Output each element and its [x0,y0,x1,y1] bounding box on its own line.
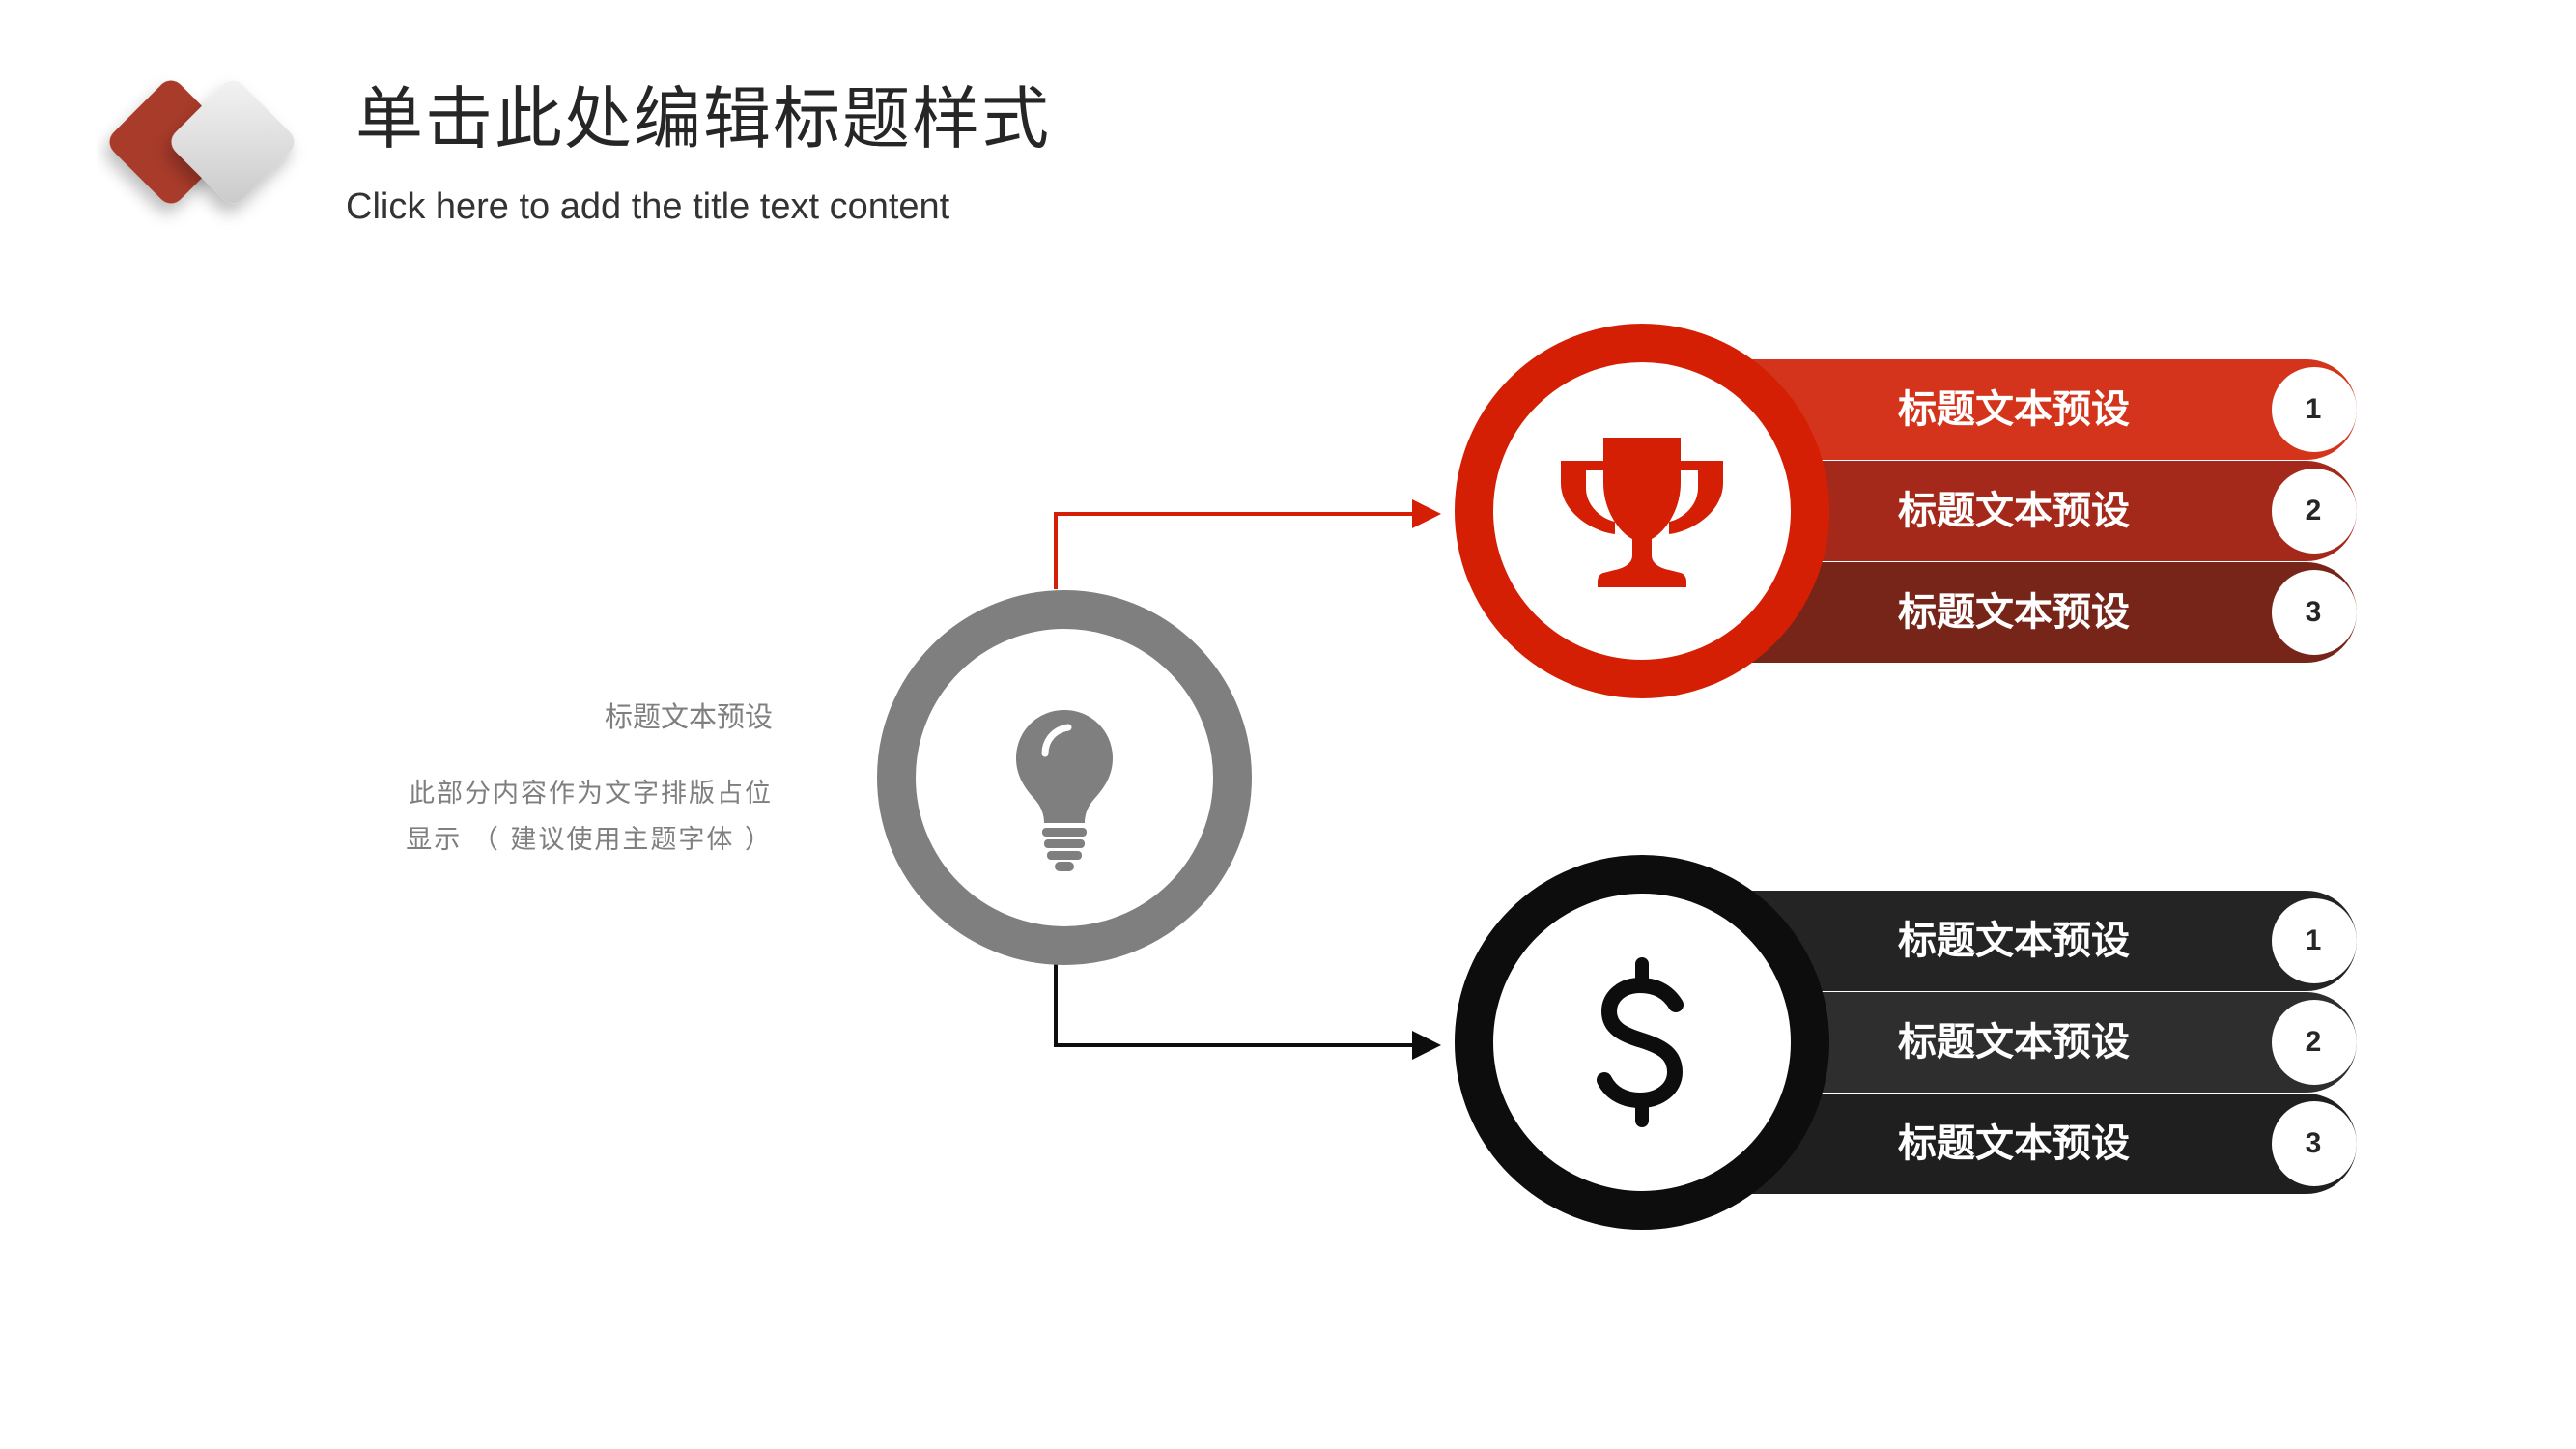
bar-label: 标题文本预设 [1898,489,2130,533]
group-dollar [1455,855,2357,1230]
left-heading: 标题文本预设 [604,700,773,733]
page-subtitle: Click here to add the title text content [346,186,950,227]
arrowhead-top [1412,499,1441,528]
bar-label: 标题文本预设 [1898,919,2130,963]
bar-bottom-3 [1642,1094,2357,1194]
bar-label: 标题文本预设 [1898,590,2130,635]
bar-bottom-1 [1642,891,2357,991]
left-description-line-1: 此部分内容作为文字排版占位 [409,779,773,809]
bar-label: 标题文本预设 [1898,387,2130,432]
left-description: 此部分内容作为文字排版占位 显示 （ 建议使用主题字体 ） [406,771,773,864]
bar-number: 2 [2305,495,2322,526]
bar-number: 1 [2305,393,2322,425]
badge-top-2 [2272,469,2357,554]
badge-bottom-2 [2272,1000,2357,1085]
badge-top-1 [2272,367,2357,452]
bar-label: 标题文本预设 [1898,1020,2130,1065]
badge-bottom-3 [2272,1101,2357,1186]
bar-number: 1 [2305,924,2322,956]
page-title: 单击此处编辑标题样式 [355,79,1051,158]
group-trophy [1455,324,2357,698]
bar-top-3 [1642,562,2357,663]
dollar-icon [1597,957,1684,1127]
bar-top-1 [1642,359,2357,460]
bar-number: 2 [2305,1026,2322,1058]
arrowhead-bottom [1412,1031,1441,1060]
badge-top-3 [2272,570,2357,655]
bar-label: 标题文本预设 [1898,1122,2130,1166]
connector-bottom [1054,956,1420,1047]
lightbulb-icon [1016,710,1113,871]
connector-top [1054,512,1420,589]
bar-number: 3 [2305,596,2322,628]
bar-number: 3 [2305,1127,2322,1159]
badge-bottom-1 [2272,898,2357,983]
center-node [877,590,1252,965]
trophy-icon [1561,438,1723,587]
left-description-line-2: 显示 （ 建议使用主题字体 ） [406,825,773,855]
logo-icon [109,80,295,204]
